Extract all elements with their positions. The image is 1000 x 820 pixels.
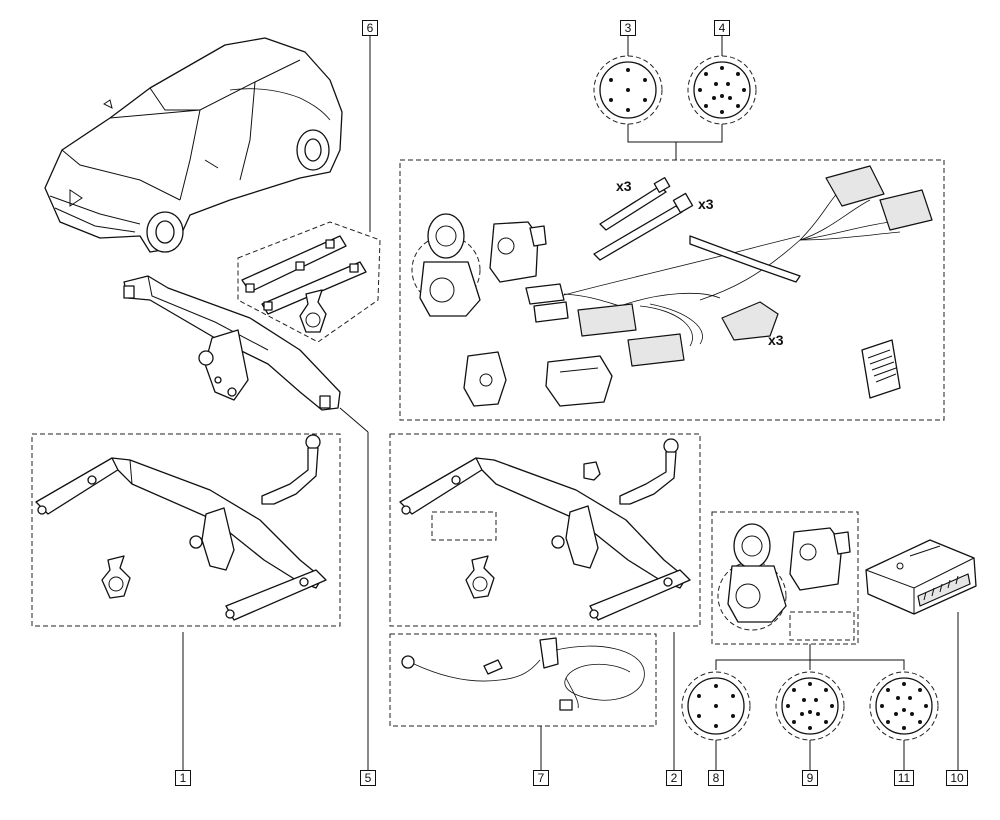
socket-11-pins	[880, 682, 928, 730]
kit-outline-1	[31, 433, 341, 627]
wiring-harness-7	[401, 637, 645, 711]
callout-1[interactable]: 1	[175, 770, 191, 786]
qty-ties: x3	[698, 196, 714, 212]
socket-9-outline	[775, 671, 845, 741]
instruction-leaflet-icon	[861, 339, 901, 399]
callout-9[interactable]: 9	[802, 770, 818, 786]
socket-13-pin-icon	[781, 677, 839, 735]
callout-6[interactable]: 6	[362, 20, 378, 36]
electrical-kit-outline	[399, 159, 945, 421]
socket-3-outline	[593, 55, 663, 125]
socket-11-outline	[869, 671, 939, 741]
tow-bar-assembly	[123, 275, 341, 411]
tow-bar-kit-2	[399, 438, 691, 621]
callout-7[interactable]: 7	[533, 770, 549, 786]
callout-5[interactable]: 5	[360, 770, 376, 786]
socket-13-pin-icon	[875, 677, 933, 735]
socket-8-pins	[697, 684, 735, 728]
car-icon	[44, 37, 343, 253]
qty-pads: x3	[768, 332, 784, 348]
socket-13-pin-icon	[693, 61, 751, 119]
socket-3-pins	[609, 68, 647, 112]
callout-3[interactable]: 3	[620, 20, 636, 36]
qty-bolts: x3	[616, 178, 632, 194]
placeholder-box-sockets	[789, 611, 855, 641]
socket-4-outline	[687, 55, 757, 125]
kit-outline-7	[389, 633, 657, 727]
callout-2[interactable]: 2	[666, 770, 682, 786]
socket-9-pins	[786, 682, 834, 730]
kit-outline-sockets	[711, 511, 859, 645]
bracket-parts	[241, 235, 367, 333]
placeholder-box-2	[431, 511, 497, 541]
socket-4-pins	[698, 66, 746, 114]
socket-kit	[717, 523, 851, 631]
callout-10[interactable]: 10	[946, 770, 968, 786]
callout-11[interactable]: 11	[894, 770, 914, 786]
electronic-module-icon	[865, 539, 977, 615]
callout-8[interactable]: 8	[708, 770, 724, 786]
electrical-kit-parts	[411, 165, 933, 407]
socket-8-outline	[681, 671, 751, 741]
callout-4[interactable]: 4	[714, 20, 730, 36]
tow-bar-kit-1	[35, 434, 327, 621]
kit-outline-6	[237, 221, 381, 343]
kit-outline-2	[389, 433, 701, 627]
